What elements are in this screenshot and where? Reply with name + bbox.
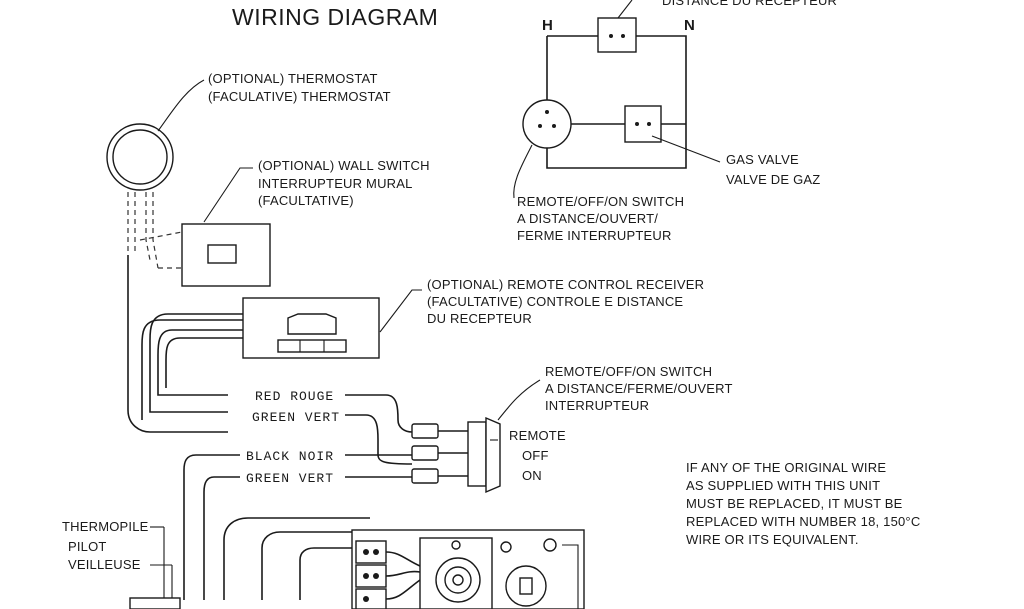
thermostat-label-en: (OPTIONAL) THERMOSTAT [208, 71, 378, 86]
wall-switch-leader [203, 167, 253, 223]
thermostat-leader [157, 79, 205, 132]
switch-housing [467, 421, 487, 487]
note-line-4: REPLACED WITH NUMBER 18, 150°C [686, 514, 920, 529]
receiver-label-1: (OPTIONAL) REMOTE CONTROL RECEIVER [427, 277, 704, 292]
rocker-switch-label-2: A DISTANCE/FERME/OUVERT [545, 381, 733, 396]
wire-label-green-1: GREEN VERT [252, 410, 340, 425]
hot-terminal-label: H [542, 17, 553, 34]
gas-valve-symbol [624, 105, 662, 143]
rocker-switch: REMOTE/OFF/ON SWITCH A DISTANCE/FERME/OU… [411, 364, 733, 494]
gas-valve-label-en: GAS VALVE [726, 152, 799, 167]
wire-label-black: BLACK NOIR [246, 449, 334, 464]
neutral-terminal-label: N [684, 17, 695, 34]
wall-switch-label-2: INTERRUPTEUR MURAL [258, 176, 413, 191]
wall-switch-label-3: (FACULTATIVE) [258, 193, 354, 208]
schematic-switch-label-2: A DISTANCE/OUVERT/ [517, 211, 658, 226]
valve-screw [543, 538, 557, 552]
thermostat: (OPTIONAL) THERMOSTAT (FACULATIVE) THERM… [106, 71, 391, 269]
valve-pressure-tap [500, 541, 512, 553]
switch-terminal-on [411, 468, 439, 484]
switch-position-remote: REMOTE [509, 428, 566, 443]
schematic-switch-label-1: REMOTE/OFF/ON SWITCH [517, 194, 684, 209]
diagram-title: WIRING DIAGRAM [232, 4, 438, 30]
wire-labels: RED ROUGE GREEN VERT BLACK NOIR GREEN VE… [183, 389, 413, 600]
wiring-note: IF ANY OF THE ORIGINAL WIRE AS SUPPLIED … [686, 460, 920, 547]
wall-switch-toggle [207, 244, 237, 264]
wall-switch: (OPTIONAL) WALL SWITCH INTERRUPTEUR MURA… [181, 158, 430, 287]
switch-leader [513, 144, 533, 199]
wall-switch-label-1: (OPTIONAL) WALL SWITCH [258, 158, 430, 173]
note-line-1: IF ANY OF THE ORIGINAL WIRE [686, 460, 886, 475]
schematic-circuit: DISTANCE DU RECEPTEUR H N GAS VALVE VALV… [513, 0, 837, 243]
top-cutoff-label: DISTANCE DU RECEPTEUR [662, 0, 837, 8]
pilot-labels: THERMOPILE PILOT VEILLEUSE [62, 519, 181, 609]
pilot-label-fr: VEILLEUSE [68, 557, 141, 572]
thermopile-label: THERMOPILE [62, 519, 149, 534]
switch-rocker [485, 416, 501, 494]
switch-terminal-remote [411, 423, 439, 439]
receiver-leader [379, 289, 422, 333]
schematic-switch-label-3: FERME INTERRUPTEUR [517, 228, 672, 243]
rocker-switch-label-3: INTERRUPTEUR [545, 398, 649, 413]
thermostat-inner-ring [112, 129, 168, 185]
remote-switch-symbol [522, 99, 572, 149]
gas-valve-label-fr: VALVE DE GAZ [726, 172, 820, 187]
receiver-jack [287, 313, 337, 335]
receiver-label-3: DU RECEPTEUR [427, 311, 532, 326]
pilot-label-en: PILOT [68, 539, 107, 554]
receiver-symbol [597, 17, 637, 53]
note-line-3: MUST BE REPLACED, IT MUST BE [686, 496, 903, 511]
thermostat-label-fr: (FACULATIVE) THERMOSTAT [208, 89, 391, 104]
receiver-terminal-strip [277, 339, 347, 353]
valve-terminal-2 [355, 564, 387, 588]
gas-valve-body [223, 517, 585, 609]
switch-terminal-off [411, 445, 439, 461]
valve-terminal-3 [355, 588, 387, 609]
switch-position-on: ON [522, 468, 542, 483]
wire-label-green-2: GREEN VERT [246, 471, 334, 486]
rocker-switch-leader [497, 379, 541, 421]
valve-terminal-1 [355, 540, 387, 564]
wire-label-red: RED ROUGE [255, 389, 334, 404]
pilot-assembly [129, 597, 181, 609]
remote-receiver: (OPTIONAL) REMOTE CONTROL RECEIVER (FACU… [127, 255, 704, 433]
circuit-loop [546, 35, 687, 169]
switch-position-off: OFF [522, 448, 549, 463]
note-line-5: WIRE OR ITS EQUIVALENT. [686, 532, 859, 547]
top-leader-line [617, 0, 633, 19]
gas-valve-leader [651, 135, 721, 163]
receiver-label-2: (FACULTATIVE) CONTROLE E DISTANCE [427, 294, 683, 309]
rocker-switch-label-1: REMOTE/OFF/ON SWITCH [545, 364, 712, 379]
note-line-2: AS SUPPLIED WITH THIS UNIT [686, 478, 880, 493]
